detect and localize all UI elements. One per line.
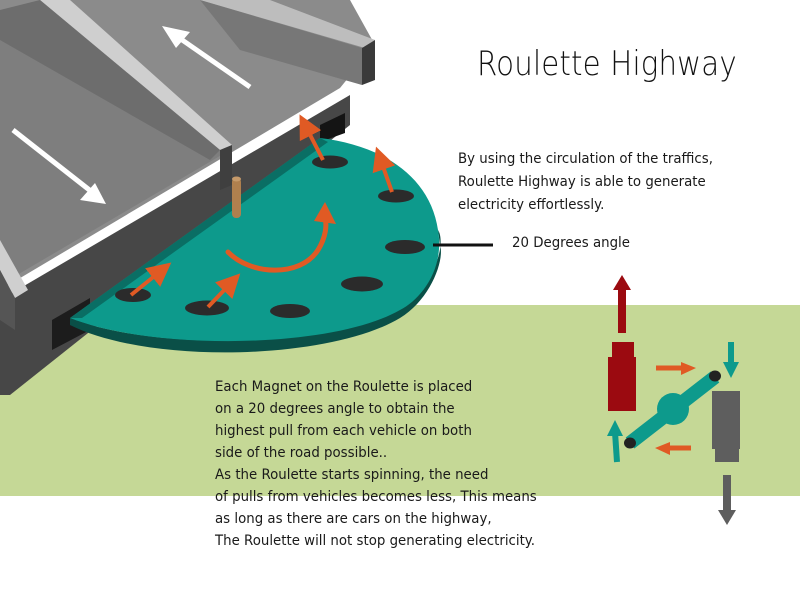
- mechanism: [607, 275, 740, 525]
- right-barrier-face: [200, 0, 362, 85]
- grey-piston: [712, 391, 740, 525]
- explanation-line: The Roulette will not stop generating el…: [215, 533, 536, 549]
- lane-arrow-up: [162, 26, 252, 90]
- magnet: [385, 240, 425, 254]
- pull-arrows: [129, 114, 396, 309]
- road-lane-left: [0, 30, 230, 285]
- axle-pin: [232, 176, 241, 218]
- rotation-arrow: [225, 202, 336, 273]
- bridge-opening: [320, 113, 345, 142]
- intro-line: electricity effortlessly.: [458, 197, 605, 213]
- magnet: [378, 189, 414, 203]
- roulette-shadow: [70, 138, 328, 318]
- explanation-line: of pulls from vehicles becomes less, Thi…: [215, 489, 537, 505]
- magnet: [270, 304, 310, 318]
- intro-text: By using the circulation of the traffics…: [458, 148, 713, 217]
- pull-arrow: [372, 146, 396, 193]
- right-barrier-side: [362, 40, 375, 85]
- explanation-text: Each Magnet on the Roulette is placed on…: [215, 376, 537, 552]
- pull-arrow: [299, 114, 325, 161]
- explanation-line: highest pull from each vehicle on both: [215, 423, 472, 439]
- right-barrier-top: [200, 0, 375, 48]
- page-title: Roulette Highway: [477, 44, 737, 84]
- magnets: [115, 155, 425, 318]
- lane-arrow-down: [11, 128, 106, 204]
- orange-arrows: [655, 362, 696, 455]
- left-barrier-top: [0, 240, 28, 298]
- angle-callout-label: 20 Degrees angle: [512, 235, 630, 251]
- roulette: [70, 114, 441, 353]
- magnet: [185, 300, 229, 316]
- left-barrier-side: [0, 270, 15, 330]
- explanation-line: As the Roulette starts spinning, the nee…: [215, 467, 489, 483]
- intro-line: Roulette Highway is able to generate: [458, 174, 706, 190]
- explanation-line: Each Magnet on the Roulette is placed: [215, 379, 473, 395]
- median-barrier-side: [220, 145, 232, 190]
- median-barrier-top: [40, 0, 232, 150]
- teal-arrow-up: [612, 431, 620, 463]
- roulette-disc: [70, 138, 440, 342]
- pull-arrow: [206, 273, 241, 309]
- teal-arrows: [607, 342, 739, 463]
- magnet: [341, 276, 383, 292]
- median-barrier-face: [0, 0, 220, 160]
- explanation-line: on a 20 degrees angle to obtain the: [215, 401, 455, 417]
- magnet: [312, 155, 348, 169]
- explanation-line: side of the road possible..: [215, 445, 388, 461]
- intro-line: By using the circulation of the traffics…: [458, 151, 713, 167]
- pull-arrow: [129, 262, 172, 297]
- red-piston: [608, 275, 636, 411]
- crank-arm: [624, 370, 721, 449]
- explanation-line: as long as there are cars on the highway…: [215, 511, 492, 527]
